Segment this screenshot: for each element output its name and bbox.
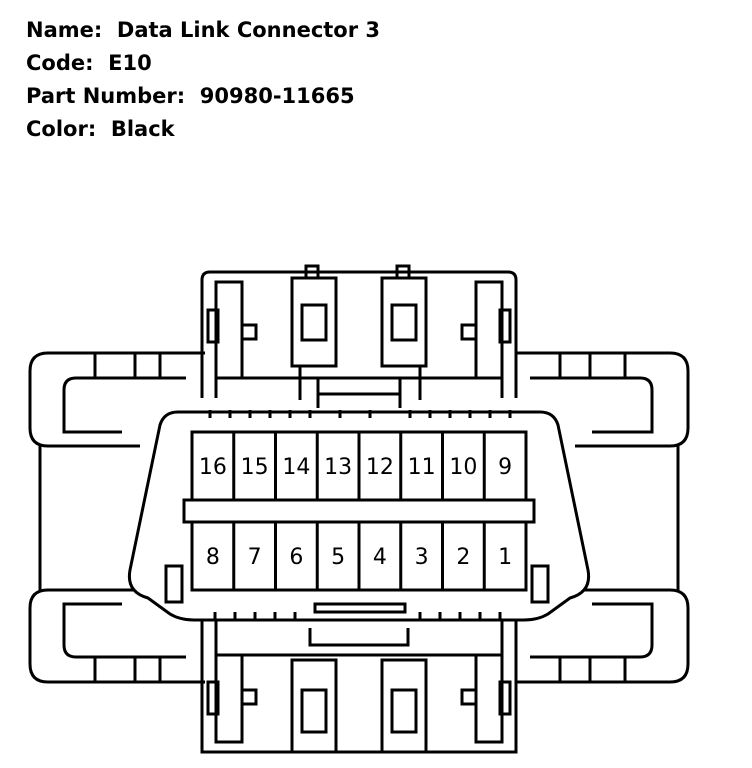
name-row: Name: Data Link Connector 3 [26,14,380,47]
pin-16-label: 16 [199,455,227,480]
code-label: Code: [26,51,94,75]
pin-12-label: 12 [366,455,394,480]
code-row: Code: E10 [26,47,380,80]
part-number-row: Part Number: 90980-11665 [26,80,380,113]
left-wing-upper [28,351,205,448]
connector-shell [127,410,591,622]
code-value: E10 [108,51,152,75]
name-label: Name: [26,18,103,42]
color-label: Color: [26,117,97,141]
pin-grid: 16 15 14 13 12 11 10 9 8 7 6 5 4 3 2 1 [182,430,536,592]
pin-3-label: 3 [415,545,429,570]
pin-9-label: 9 [498,455,512,480]
connector-info: Name: Data Link Connector 3 Code: E10 Pa… [26,14,380,146]
top-housing [200,264,518,408]
pin-7-label: 7 [248,545,262,570]
pin-15-label: 15 [241,455,269,480]
pin-10-label: 10 [449,455,477,480]
pin-14-label: 14 [282,455,310,480]
name-value: Data Link Connector 3 [116,18,381,42]
pin-4-label: 4 [373,545,387,570]
pin-1-label: 1 [498,545,512,570]
bottom-housing [200,618,518,754]
pin-8-label: 8 [206,545,220,570]
color-value: Black [110,117,175,141]
pin-5-label: 5 [331,545,345,570]
pin-2-label: 2 [456,545,470,570]
part-number-label: Part Number: [26,84,186,108]
part-number-value: 90980-11665 [199,84,355,108]
color-row: Color: Black [26,113,380,146]
pin-13-label: 13 [324,455,352,480]
pin-row-bottom: 8 7 6 5 4 3 2 1 [206,522,512,590]
pin-row-top: 16 15 14 13 12 11 10 9 [199,432,512,500]
right-wing-upper [515,351,690,448]
pin-6-label: 6 [289,545,303,570]
pin-11-label: 11 [408,455,436,480]
